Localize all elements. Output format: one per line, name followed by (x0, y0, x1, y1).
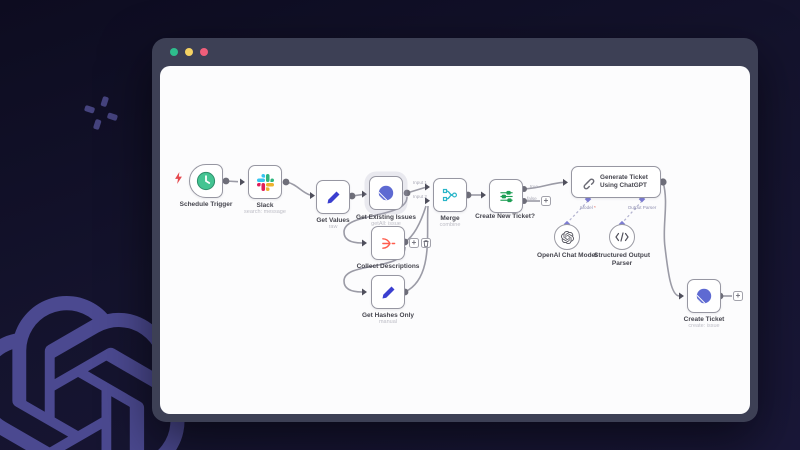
output-parser-port-label: Output Parser (627, 205, 657, 210)
ai-connector-diamonds[interactable] (563, 195, 646, 228)
model-port-label: Model * (580, 205, 596, 210)
input-arrowheads (240, 178, 684, 300)
chain-link-icon (583, 178, 595, 189)
window-yellow-dot-icon[interactable] (185, 48, 193, 56)
node-create-ticket[interactable] (687, 279, 721, 313)
add-node-button[interactable]: + (409, 238, 419, 248)
sparkle-cross-icon (80, 92, 123, 135)
merge-icon (442, 188, 458, 202)
clock-icon (196, 171, 216, 191)
node-label: Get Values (316, 217, 350, 224)
node-subtitle: manual (378, 319, 398, 325)
pencil-icon (327, 191, 339, 203)
code-icon (615, 232, 629, 242)
add-node-button[interactable]: + (541, 196, 551, 206)
required-marker: * (594, 205, 596, 210)
openai-icon (560, 230, 574, 244)
node-subtitle: getAll: issue (371, 221, 401, 227)
node-label: Slack (256, 202, 274, 209)
node-label: Create New Ticket? (475, 213, 535, 220)
window-green-dot-icon[interactable] (170, 48, 178, 56)
merge-input2-label: Input 2 (412, 194, 427, 199)
linear-icon (378, 185, 394, 201)
node-subtitle: combine (439, 222, 461, 228)
false-output-label: false (527, 196, 537, 201)
trigger-bolt-icon (175, 172, 182, 184)
node-generate-ticket[interactable]: Generate Ticket Using ChatGPT (571, 166, 661, 198)
node-get-values[interactable] (316, 180, 350, 214)
node-subtitle: create: issue (688, 323, 720, 329)
node-label: Structured Output Parser (594, 252, 650, 267)
node-slack[interactable] (248, 165, 282, 199)
true-output-label: true (530, 184, 538, 189)
merge-input1-label: Input 1 (412, 180, 427, 185)
add-node-button[interactable]: + (733, 291, 743, 301)
pencil-icon (382, 286, 394, 298)
window-controls (170, 48, 208, 56)
node-get-hashes-only[interactable] (371, 275, 405, 309)
openai-logo-watermark-icon (0, 296, 185, 450)
node-structured-output-parser[interactable] (609, 224, 635, 250)
node-label: Merge (440, 215, 460, 222)
node-label: Collect Descriptions (356, 263, 420, 270)
node-label: OpenAI Chat Model (537, 252, 597, 259)
node-subtitle: raw (328, 224, 338, 230)
sub-node-wires (567, 200, 643, 223)
aggregate-icon (381, 237, 395, 249)
node-label: Create Ticket (683, 316, 725, 323)
node-create-new-ticket[interactable] (489, 179, 523, 213)
linear-icon (696, 288, 712, 304)
node-label: Get Hashes Only (361, 312, 415, 319)
delete-node-button[interactable] (421, 238, 431, 248)
trash-icon (423, 239, 429, 247)
connections-layer (222, 177, 732, 300)
filter-icon (499, 190, 513, 202)
node-schedule-trigger[interactable] (189, 164, 223, 198)
connection-wires (225, 180, 732, 297)
node-get-existing-issues[interactable] (369, 176, 403, 210)
node-label: Get Existing Issues (356, 214, 416, 221)
node-label: Generate Ticket Using ChatGPT (600, 174, 648, 189)
node-openai-chat-model[interactable] (554, 224, 580, 250)
node-label: Schedule Trigger (179, 201, 233, 208)
window-pink-dot-icon[interactable] (200, 48, 208, 56)
workflow-canvas[interactable]: Input 1 Input 2 true false Model * Outpu… (160, 66, 750, 414)
node-collect-descriptions[interactable] (371, 226, 405, 260)
node-merge[interactable] (433, 178, 467, 212)
node-subtitle: search: message (244, 209, 286, 215)
app-window: Input 1 Input 2 true false Model * Outpu… (152, 38, 758, 422)
slack-icon (256, 173, 274, 191)
